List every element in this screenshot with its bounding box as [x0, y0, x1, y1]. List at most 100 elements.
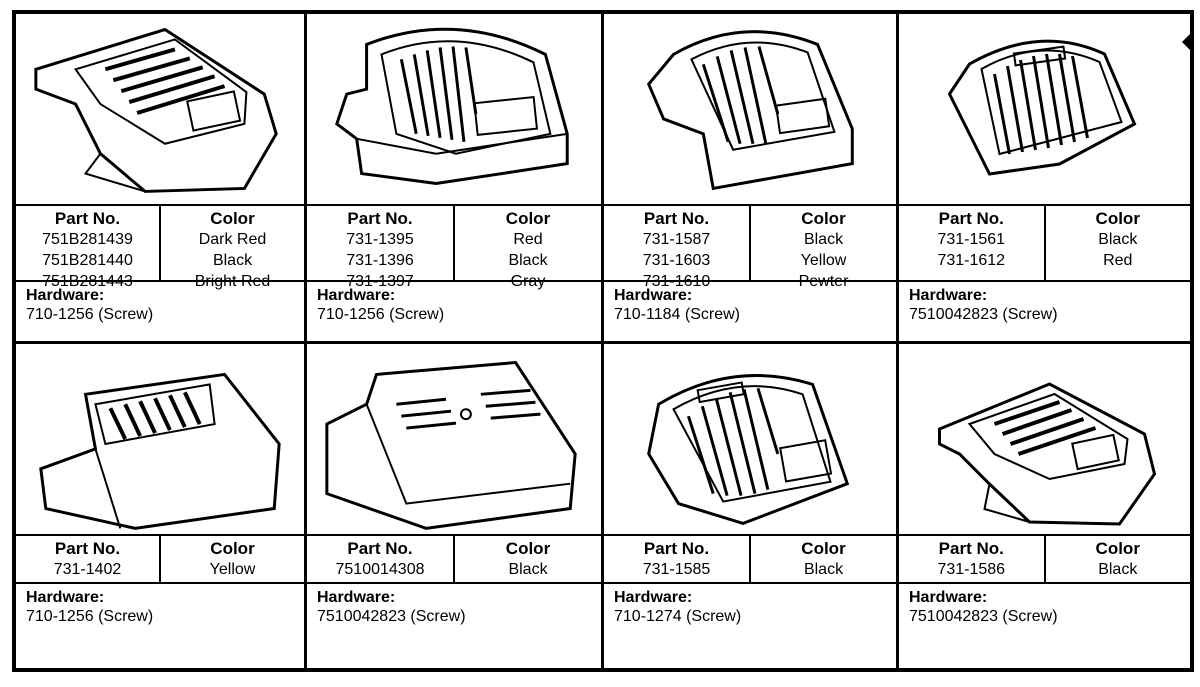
- hardware-header: Hardware:: [909, 287, 988, 304]
- part-number-column: Part No. 731-1587 731-1603 731-1610: [604, 206, 751, 290]
- color-header: Color: [505, 209, 551, 228]
- part-info-table: Part No. 751B281439 751B281440 751B28144…: [16, 204, 304, 290]
- color-header: Color: [210, 209, 255, 228]
- part-info-table: Part No. 7510014308 Color Black: [307, 534, 601, 584]
- color-value: Black: [508, 561, 548, 578]
- part-number: 751B281439: [42, 231, 133, 248]
- color-value: Red: [513, 231, 543, 248]
- color-value: Black: [803, 561, 844, 578]
- hardware-section: Hardware: 7510042823 (Screw): [307, 584, 601, 668]
- part-number-header: Part No.: [54, 209, 121, 228]
- color-value: Black: [212, 252, 253, 269]
- color-column: Color Black Red: [1046, 206, 1191, 280]
- part-cell-3: Part No. 731-1587 731-1603 731-1610 Colo…: [604, 14, 899, 344]
- part-number-column: Part No. 751B281439 751B281440 751B28144…: [16, 206, 161, 290]
- part-number-header: Part No.: [347, 209, 413, 228]
- engine-shroud-cover-icon: [335, 27, 569, 185]
- color-column: Color Black: [455, 536, 601, 582]
- part-number: 731-1396: [346, 252, 414, 269]
- hardware-header: Hardware:: [317, 287, 396, 304]
- color-column: Color Black: [1046, 536, 1191, 582]
- hardware-section: Hardware: 710-1256 (Screw): [16, 282, 304, 341]
- color-value: Yellow: [800, 252, 847, 269]
- color-header: Color: [210, 539, 255, 558]
- color-column: Color Dark Red Black Bright Red: [161, 206, 304, 290]
- hardware-value: 710-1256 (Screw): [26, 608, 154, 625]
- color-value: Bright Red: [194, 273, 271, 290]
- engine-shroud-cover-icon: [647, 374, 850, 525]
- part-cell-5: Part No. 731-1402 Color Yellow Hardware:…: [16, 344, 307, 668]
- part-number-header: Part No.: [54, 539, 121, 558]
- color-value: Black: [1098, 231, 1138, 248]
- hardware-section: Hardware: 710-1184 (Screw): [604, 282, 896, 341]
- color-header: Color: [801, 209, 846, 228]
- hardware-value: 710-1256 (Screw): [26, 306, 154, 323]
- color-header: Color: [1095, 539, 1140, 558]
- hardware-header: Hardware:: [909, 589, 988, 606]
- part-number-column: Part No. 731-1586: [899, 536, 1046, 582]
- part-number-header: Part No.: [938, 539, 1004, 558]
- hardware-value: 710-1184 (Screw): [614, 306, 740, 323]
- engine-shroud-cover-icon: [938, 382, 1157, 526]
- color-value: Yellow: [209, 561, 256, 578]
- part-cell-6: Part No. 7510014308 Color Black Hardware…: [307, 344, 604, 668]
- color-header: Color: [505, 539, 551, 558]
- part-number-header: Part No.: [938, 209, 1004, 228]
- hardware-section: Hardware: 710-1274 (Screw): [604, 584, 896, 668]
- hardware-value: 7510042823 (Screw): [317, 608, 466, 625]
- engine-shroud-cover-icon: [947, 39, 1137, 176]
- part-info-table: Part No. 731-1587 731-1603 731-1610 Colo…: [604, 204, 896, 290]
- part-number-header: Part No.: [347, 539, 413, 558]
- part-info-table: Part No. 731-1561 731-1612 Color Black R…: [899, 204, 1190, 282]
- part-cell-2: Part No. 731-1395 731-1396 731-1397 Colo…: [307, 14, 604, 344]
- part-number: 751B281440: [42, 252, 133, 269]
- part-number: 731-1397: [346, 273, 414, 290]
- edge-mark: [1182, 34, 1190, 50]
- part-number: 731-1561: [937, 231, 1006, 248]
- part-number: 731-1402: [53, 561, 122, 578]
- part-cell-1: Part No. 751B281439 751B281440 751B28144…: [16, 14, 307, 344]
- hardware-value: 7510042823 (Screw): [909, 306, 1058, 323]
- hardware-section: Hardware: 7510042823 (Screw): [899, 584, 1190, 668]
- color-value: Dark Red: [198, 231, 267, 248]
- part-number-header: Part No.: [643, 539, 710, 558]
- hardware-header: Hardware:: [614, 589, 693, 606]
- part-number-column: Part No. 731-1585: [604, 536, 751, 582]
- part-number: 731-1395: [346, 231, 414, 248]
- color-header: Color: [801, 539, 846, 558]
- part-info-table: Part No. 731-1402 Color Yellow: [16, 534, 304, 584]
- part-number-column: Part No. 731-1395 731-1396 731-1397: [307, 206, 455, 290]
- part-number: 751B281443: [42, 273, 133, 290]
- color-value: Red: [1103, 252, 1133, 269]
- engine-shroud-cover-icon: [34, 27, 278, 193]
- hardware-value: 710-1274 (Screw): [614, 608, 742, 625]
- part-info-table: Part No. 731-1585 Color Black: [604, 534, 896, 584]
- hardware-section: Hardware: 7510042823 (Screw): [899, 282, 1190, 341]
- color-value: Pewter: [798, 273, 849, 290]
- part-illustration: [604, 14, 896, 204]
- color-column: Color Black: [751, 536, 896, 582]
- hardware-section: Hardware: 710-1256 (Screw): [307, 282, 601, 341]
- part-number: 731-1587: [642, 231, 711, 248]
- engine-shroud-cover-icon: [646, 30, 854, 191]
- part-number-column: Part No. 731-1402: [16, 536, 161, 582]
- color-column: Color Yellow: [161, 536, 304, 582]
- parts-catalog-sheet: Part No. 751B281439 751B281440 751B28144…: [12, 10, 1194, 672]
- part-cell-7: Part No. 731-1585 Color Black Hardware: …: [604, 344, 899, 668]
- part-number: 7510014308: [335, 561, 425, 578]
- hardware-header: Hardware:: [26, 287, 105, 304]
- color-column: Color Red Black Gray: [455, 206, 601, 290]
- engine-shroud-cover-icon: [39, 372, 281, 530]
- part-number: 731-1586: [937, 561, 1006, 578]
- part-illustration: [307, 14, 601, 204]
- part-number-column: Part No. 731-1561 731-1612: [899, 206, 1046, 280]
- color-value: Black: [508, 252, 548, 269]
- part-number-column: Part No. 7510014308: [307, 536, 455, 582]
- part-number: 731-1612: [937, 252, 1006, 269]
- part-illustration: [604, 344, 896, 534]
- part-illustration: [16, 344, 304, 534]
- hardware-section: Hardware: 710-1256 (Screw): [16, 584, 304, 668]
- part-number: 731-1603: [642, 252, 711, 269]
- hardware-value: 7510042823 (Screw): [909, 608, 1058, 625]
- color-value: Black: [803, 231, 844, 248]
